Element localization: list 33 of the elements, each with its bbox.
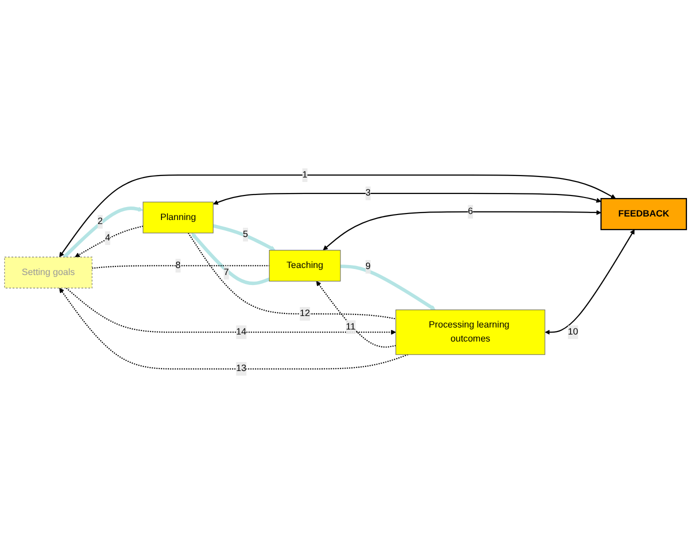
arrow — [59, 174, 616, 258]
node-box — [396, 310, 546, 355]
arrow — [62, 206, 144, 258]
edge-label: 10 — [568, 327, 578, 337]
edge-label: 8 — [176, 260, 181, 270]
edge-label: 4 — [105, 233, 110, 243]
arrow — [74, 226, 144, 258]
edge-label: 11 — [346, 322, 356, 332]
edge-label: 6 — [468, 206, 473, 216]
edge-label: 13 — [236, 364, 246, 374]
arrow — [66, 288, 396, 335]
connector — [188, 232, 396, 320]
node-box — [268, 250, 341, 282]
arrow — [212, 224, 276, 251]
connector — [92, 265, 270, 269]
arrow — [322, 210, 602, 250]
arrow — [316, 280, 396, 348]
node-box — [142, 202, 214, 234]
arrow — [59, 288, 408, 370]
arrow — [340, 264, 436, 310]
edge-label: 7 — [224, 268, 229, 278]
edge-label: 1 — [302, 170, 308, 180]
edge-label: 5 — [242, 229, 248, 240]
node-box — [600, 198, 687, 230]
arrow — [544, 229, 635, 335]
edge-label: 2 — [98, 216, 103, 226]
arrow — [213, 192, 602, 205]
node-box — [4, 256, 92, 288]
edge-label: 9 — [366, 262, 371, 272]
edge-label: 3 — [366, 188, 371, 198]
edge-label: 12 — [300, 308, 310, 318]
edge-label: 14 — [236, 327, 246, 337]
arrow — [191, 232, 270, 286]
